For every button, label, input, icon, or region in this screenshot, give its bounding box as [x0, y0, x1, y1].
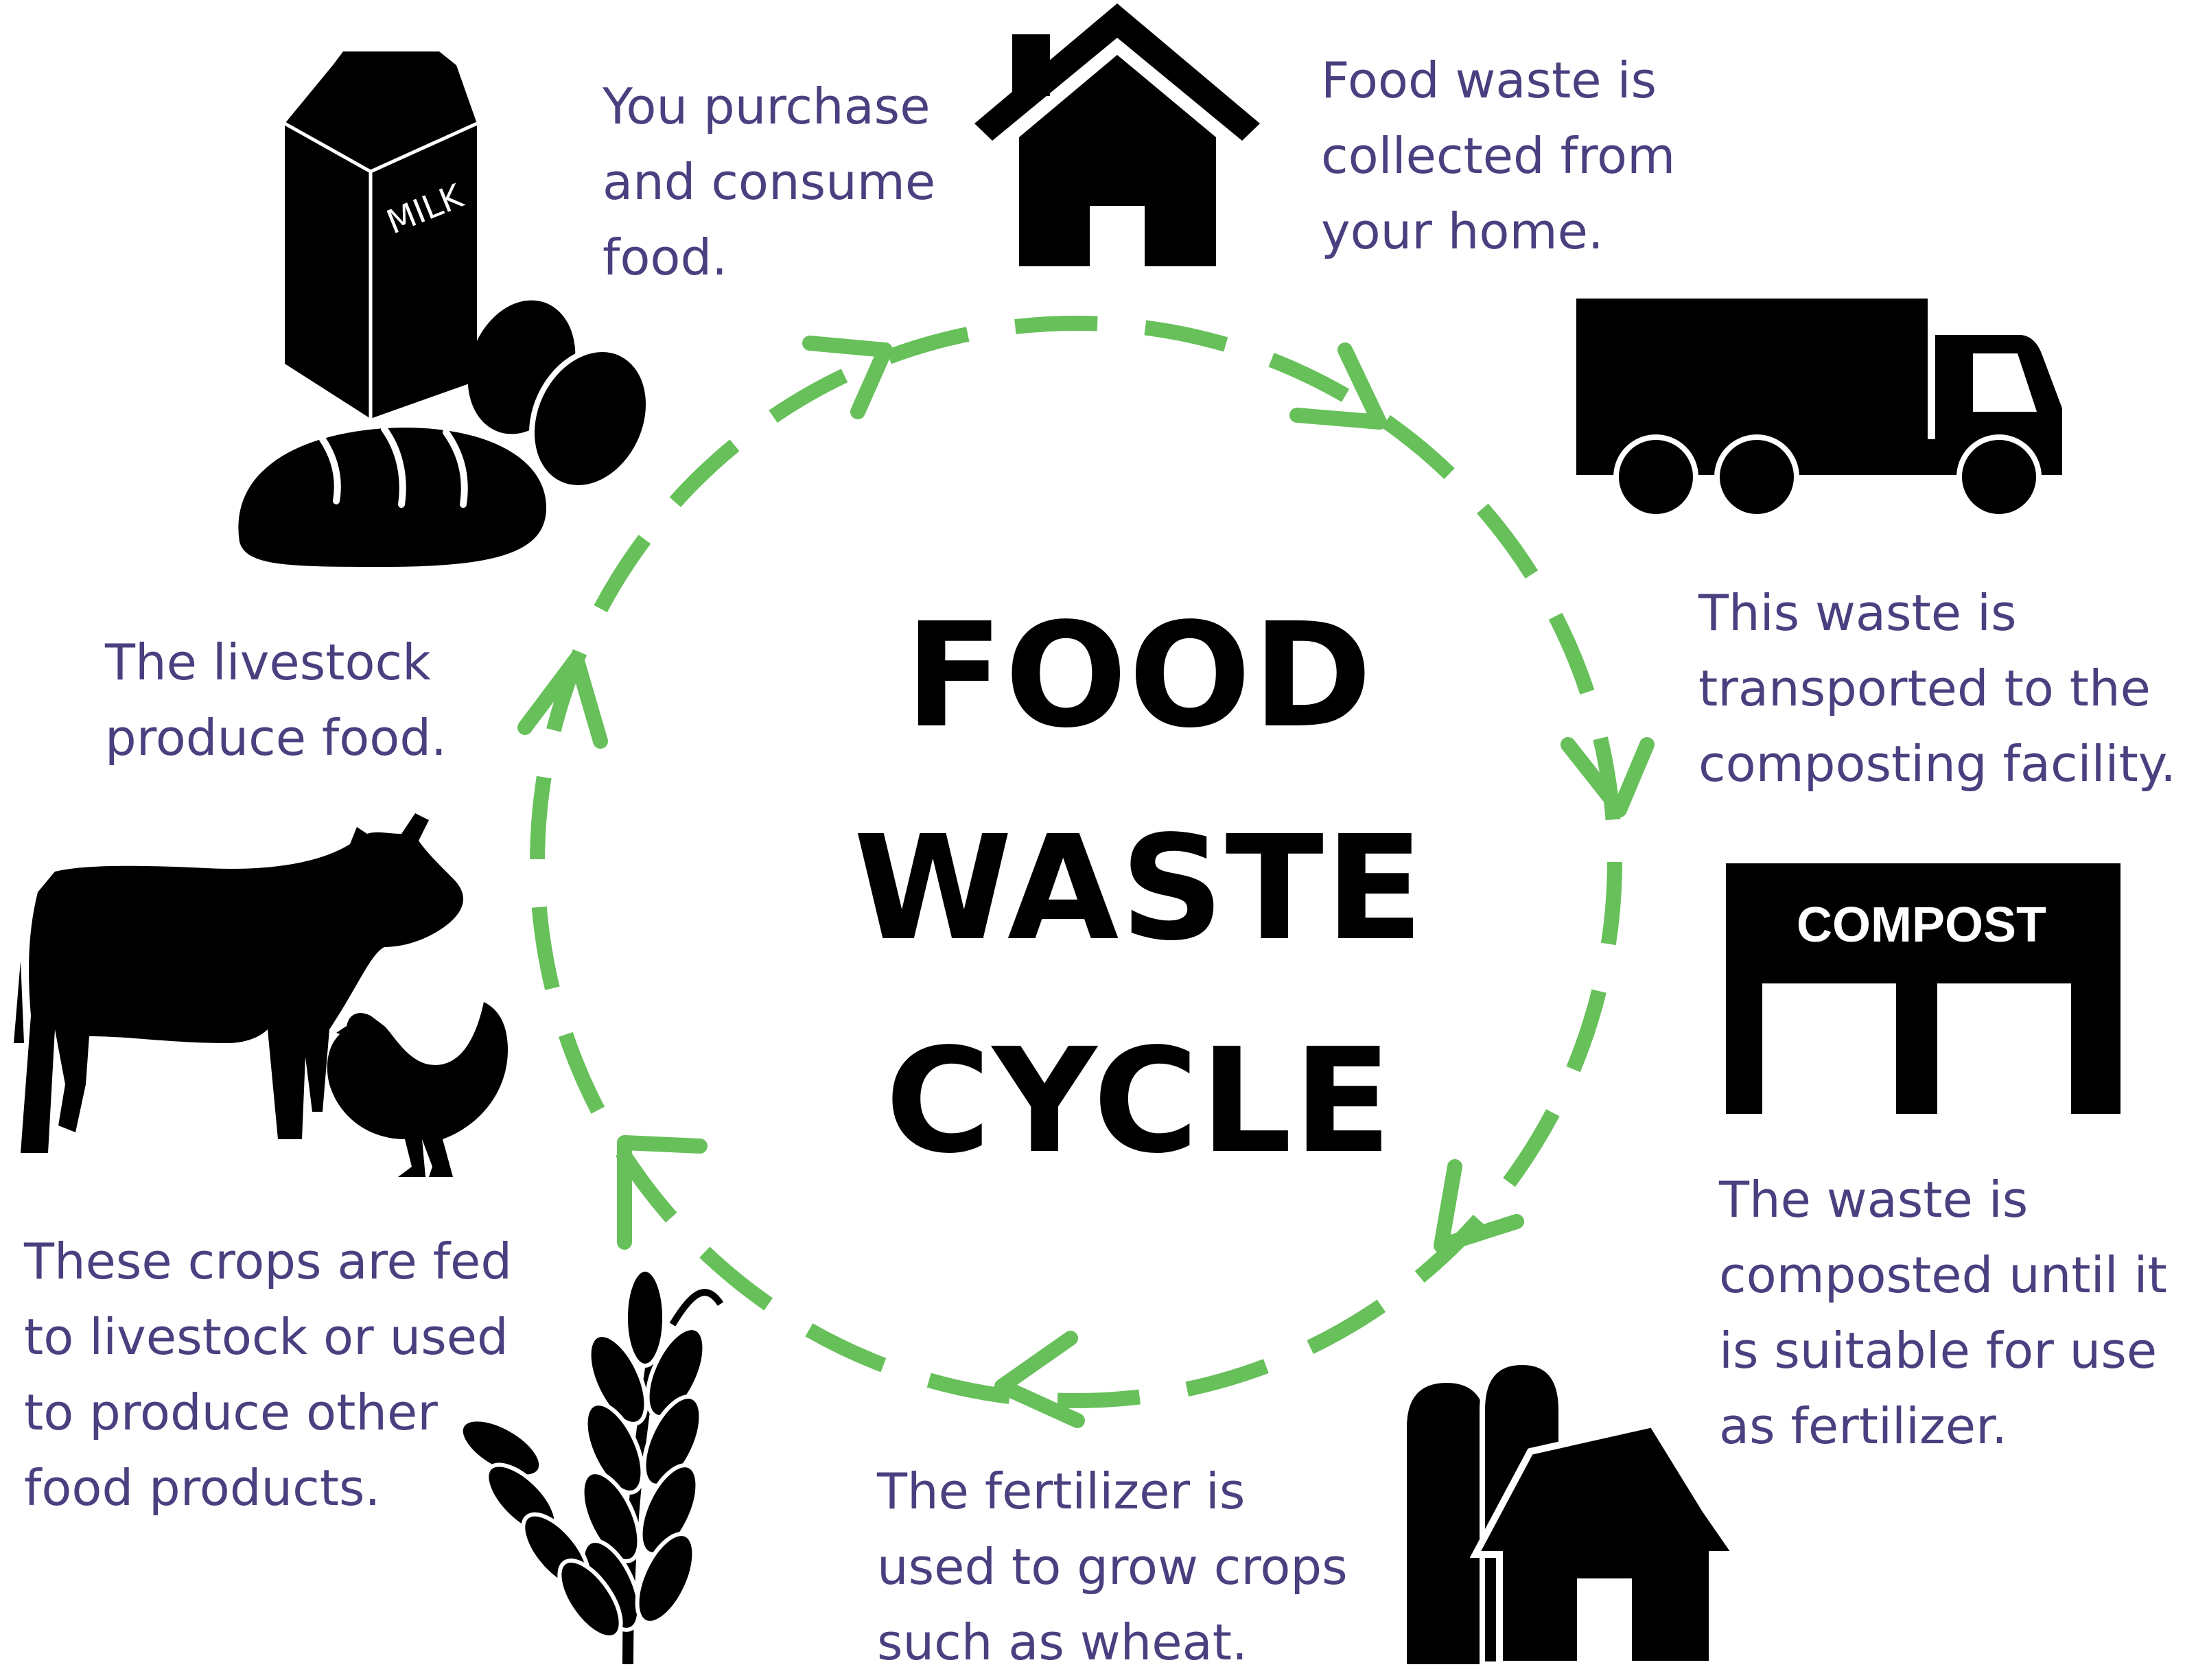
cycle-dashed-ring: [530, 316, 1622, 1408]
step-transport-caption: This waste is transported to the compost…: [1698, 584, 2177, 793]
compost-facility-icon: COMPOST: [1726, 863, 2120, 1114]
step-purchase-caption: You purchase and consume food.: [603, 78, 936, 286]
step-livestock-caption: The livestock produce food.: [105, 633, 447, 767]
step-crops-caption: These crops are fed to livestock or used…: [24, 1233, 513, 1517]
cycle-arrow-left-upper: [517, 651, 608, 749]
title-line-food: FOOD: [904, 592, 1374, 760]
house-icon: [974, 3, 1260, 266]
diagram-title: FOOD WASTE CYCLE: [727, 570, 1551, 1208]
cow-chicken-icon: [14, 813, 508, 1177]
truck-icon: [1576, 299, 2062, 520]
cycle-arrow-right-lower: [1434, 1159, 1524, 1253]
groceries-icon: MILK: [233, 51, 652, 573]
svg-text:COMPOST: COMPOST: [1797, 898, 2046, 953]
step-collect-caption: Food waste is collected from your home.: [1321, 51, 1676, 260]
cycle-arrow-right-upper: [1561, 737, 1655, 817]
step-fertilize-caption: The fertilizer is used to grow crops suc…: [877, 1462, 1348, 1671]
cycle-arrow-top-left: [802, 336, 893, 419]
step-compost-caption: The waste is composted until it is suita…: [1719, 1171, 2167, 1455]
cycle-arrow-left-lower: [617, 1135, 708, 1250]
cycle-arrow-top-right: [1289, 342, 1387, 430]
title-line-cycle: CYCLE: [885, 1017, 1394, 1185]
barn-silo-icon: [1407, 1359, 1743, 1666]
cycle-arrow-bottom: [994, 1331, 1085, 1428]
wheat-icon: [458, 1268, 724, 1665]
title-line-waste: WASTE: [853, 804, 1425, 972]
